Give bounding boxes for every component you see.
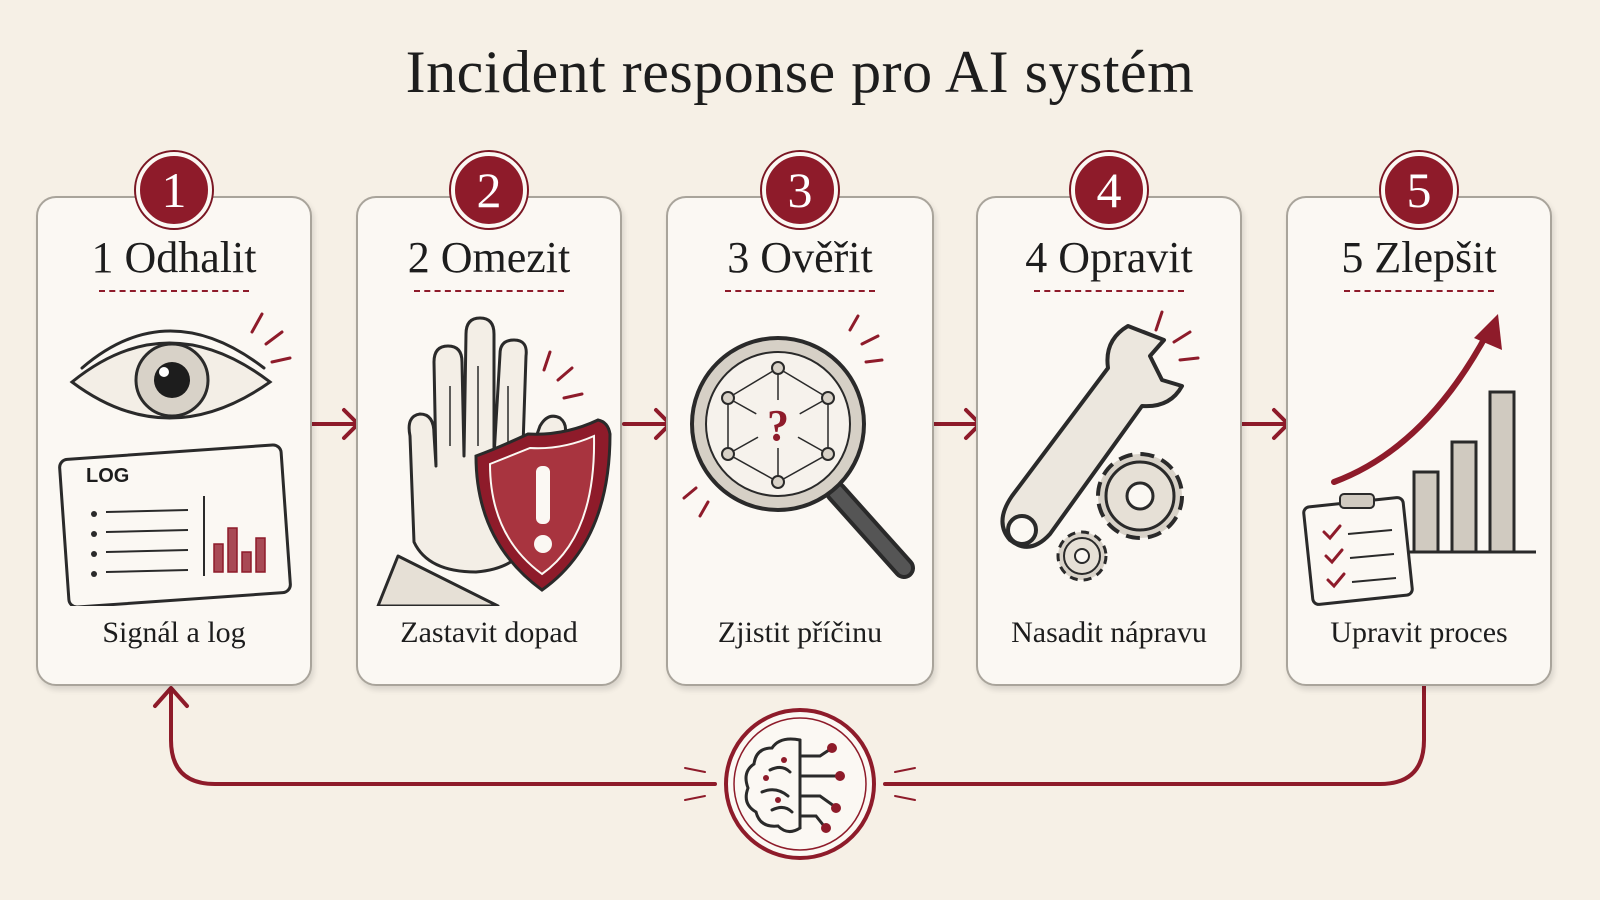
step-number-badge-4: 4 <box>1071 152 1147 228</box>
log-panel: LOG <box>58 443 292 606</box>
step-divider-3 <box>725 290 875 292</box>
step-caption-1: Signál a log <box>102 616 246 649</box>
arrow-3-to-4 <box>932 408 982 440</box>
step-number-badge-3: 3 <box>762 152 838 228</box>
step-title-2: 2 Omezit <box>407 233 571 282</box>
step-number-badge-2: 2 <box>451 152 527 228</box>
arrow-1-to-2 <box>310 408 360 440</box>
step-caption-3: Zjistit příčinu <box>717 616 883 649</box>
step-divider-4 <box>1034 290 1184 292</box>
step-divider-5 <box>1344 290 1494 292</box>
stop-hand-shield-icon <box>376 316 612 606</box>
step-caption-2: Zastavit dopad <box>400 616 578 649</box>
feedback-loop-arrow <box>153 682 1426 786</box>
step-divider-2 <box>414 290 564 292</box>
step-card-2: 2 2 Omezit Zastavit dopad <box>356 152 622 686</box>
step-title-4: 4 Opravit <box>1025 233 1193 282</box>
wrench-gears-icon <box>1000 310 1200 582</box>
log-label: LOG <box>86 465 129 487</box>
magnifier-network-icon: ? <box>682 314 915 579</box>
step-number-badge-1: 1 <box>136 152 212 228</box>
clipboard-growth-chart-icon <box>1302 314 1536 606</box>
arrow-2-to-3 <box>622 408 672 440</box>
step-number-badge-5: 5 <box>1381 152 1457 228</box>
eye-with-log-icon: LOG <box>58 312 292 606</box>
step-title-1: 1 Odhalit <box>91 233 257 282</box>
warning-shield <box>474 418 612 592</box>
svg-text:?: ? <box>767 401 789 450</box>
checklist-clipboard <box>1302 493 1414 606</box>
step-caption-5: Upravit proces <box>1330 616 1508 649</box>
arrow-4-to-5 <box>1240 408 1290 440</box>
growth-arrow <box>1331 314 1502 485</box>
step-divider-1 <box>99 290 249 292</box>
step-card-3: 3 3 Ověřit ? Zjistit příčinu <box>666 152 934 686</box>
step-title-5: 5 Zlepšit <box>1341 233 1497 282</box>
step-card-1: 1 1 Odhalit LOG Signál a log <box>36 152 312 686</box>
growth-bars <box>1398 390 1536 554</box>
ai-brain-icon <box>679 708 921 860</box>
step-card-5: 5 5 Zlepšit Upravit proces <box>1286 152 1552 686</box>
gear-large <box>1096 452 1184 540</box>
step-card-4: 4 4 Opravit Nasadit nápravu <box>976 152 1242 686</box>
step-title-3: 3 Ověřit <box>727 233 873 282</box>
diagram-title: Incident response pro AI systém <box>405 39 1195 105</box>
gear-small <box>1056 530 1108 582</box>
step-caption-4: Nasadit nápravu <box>1011 616 1207 649</box>
